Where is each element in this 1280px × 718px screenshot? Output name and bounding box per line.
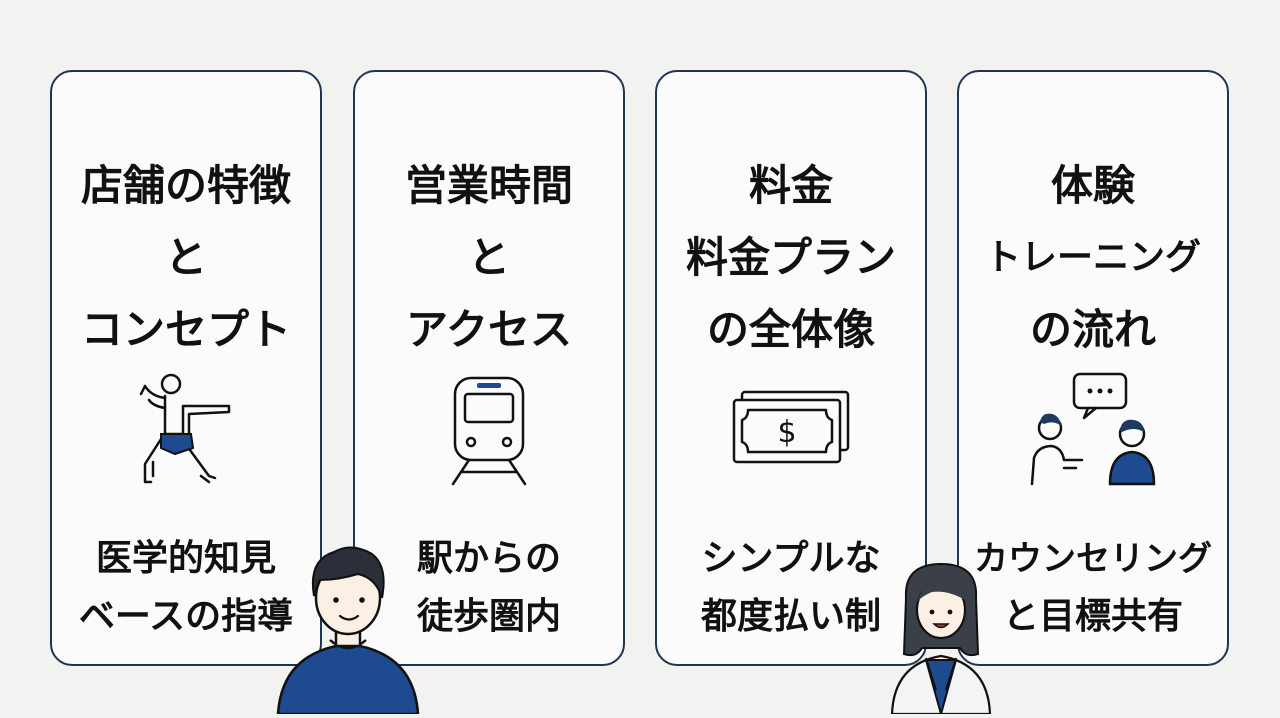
title-line: 料金 <box>748 161 833 210</box>
card-pricing: 料金 料金プラン の全体像 $ シンプルな 都度払い制 <box>655 70 927 666</box>
title-line: 料金プラン <box>685 233 896 282</box>
dollar-bill-icon: $ <box>657 372 925 502</box>
card-trial: 体験 トレーニング の流れ カウンセリング と目標共有 <box>957 70 1229 666</box>
card-title: 料金 料金プラン の全体像 <box>657 150 925 366</box>
svg-text:$: $ <box>777 415 796 450</box>
title-line: と <box>467 233 510 282</box>
card-title: 体験 トレーニング の流れ <box>959 150 1227 366</box>
train-icon <box>355 372 623 502</box>
caption-line: 徒歩圏内 <box>416 596 561 637</box>
caption-line: カウンセリング <box>974 539 1212 579</box>
card-title: 営業時間 と アクセス <box>355 150 623 366</box>
card-caption: 駅からの 徒歩圏内 <box>355 530 623 646</box>
card-caption: カウンセリング と目標共有 <box>959 530 1227 646</box>
card-caption: 医学的知見 ベースの指導 <box>52 530 320 646</box>
caption-line: 医学的知見 <box>95 538 276 579</box>
title-line: と <box>164 233 207 282</box>
title-line: 営業時間 <box>404 161 573 210</box>
caption-line: シンプルな <box>701 538 881 579</box>
title-line: の流れ <box>1029 305 1156 354</box>
caption-line: 駅からの <box>416 538 561 579</box>
card-caption: シンプルな 都度払い制 <box>657 530 925 646</box>
title-line: の全体像 <box>706 305 875 354</box>
caption-line: と目標共有 <box>1002 596 1183 637</box>
card-access: 営業時間 と アクセス 駅からの 徒歩圏内 <box>353 70 625 666</box>
consultation-icon <box>959 372 1227 502</box>
title-line: トレーニング <box>984 237 1201 278</box>
card-title: 店舗の特徴 と コンセプト <box>52 150 320 366</box>
yoga-pose-icon <box>52 372 320 502</box>
caption-line: ベースの指導 <box>78 596 294 637</box>
man-character <box>268 540 428 718</box>
title-line: アクセス <box>406 305 572 354</box>
title-line: 体験 <box>1050 161 1135 210</box>
woman-doctor-character <box>886 558 996 718</box>
caption-line: 都度払い制 <box>700 596 881 637</box>
title-line: 店舗の特徴 <box>80 161 291 210</box>
card-concept: 店舗の特徴 と コンセプト 医学的知見 ベースの指導 <box>50 70 322 666</box>
title-line: コンセプト <box>80 305 291 354</box>
